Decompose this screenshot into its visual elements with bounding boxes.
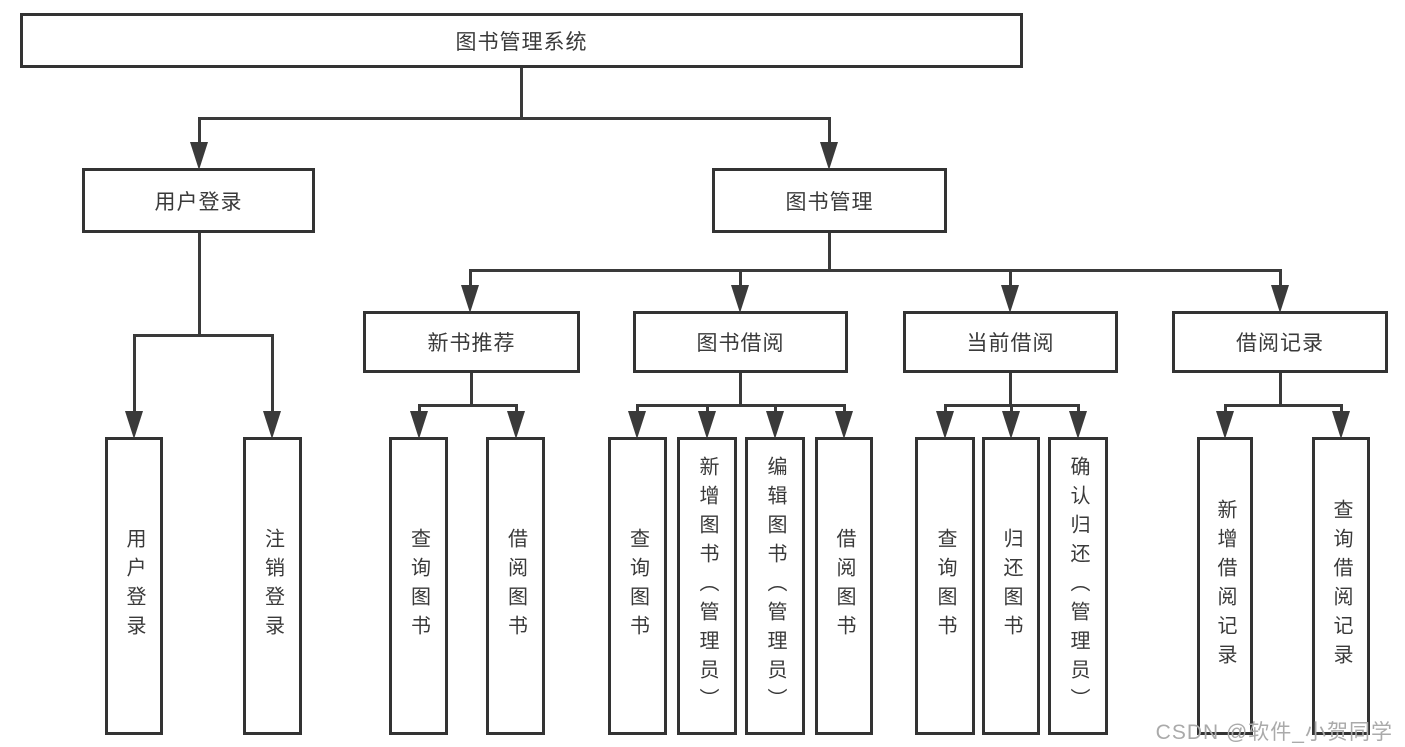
connector-arrow-shaft [270, 334, 274, 419]
arrowhead-down-icon [1002, 411, 1020, 439]
connector-line [470, 372, 473, 406]
node-label: 借阅记录 [1236, 332, 1324, 355]
connector-arrow-shaft [468, 269, 472, 293]
csdn-watermark: CSDN @软件_小贺同学 [1155, 721, 1393, 744]
arrowhead-down-icon [936, 411, 954, 439]
arrowhead-down-icon [263, 411, 281, 439]
node-label: 新书推荐 [427, 332, 516, 355]
arrowhead-down-icon [731, 285, 749, 313]
arrowhead-down-icon [1332, 411, 1350, 439]
arrowhead-down-icon [1069, 411, 1087, 439]
arrowhead-down-icon [410, 411, 428, 439]
node-leaf-borrow-books-1: 借阅图书 [486, 437, 545, 735]
arrowhead-down-icon [190, 142, 208, 170]
node-label: 查询图书 [407, 528, 430, 644]
connector-line [133, 334, 274, 337]
node-label: 注销登录 [261, 528, 284, 644]
node-root: 图书管理系统 [20, 13, 1023, 68]
node-leaf-query-books-2: 查询图书 [608, 437, 667, 735]
node-leaf-borrow-books-2: 借阅图书 [815, 437, 873, 735]
connector-line [1224, 404, 1343, 407]
node-book-management: 图书管理 [712, 168, 947, 233]
node-label: 查询图书 [934, 528, 956, 644]
connector-arrow-shaft [827, 117, 831, 150]
arrowhead-down-icon [1216, 411, 1234, 439]
connector-line [636, 404, 846, 407]
node-label: 借阅图书 [833, 528, 855, 644]
node-leaf-confirm-return: 确认归还（管理员） [1048, 437, 1108, 735]
connector-line [520, 68, 523, 119]
node-label: 图书管理系统 [455, 30, 588, 54]
node-label: 当前借阅 [966, 332, 1055, 355]
node-label: 图书借阅 [696, 332, 785, 355]
node-label: 新增图书（管理员） [696, 455, 718, 717]
node-label: 新增借阅记录 [1214, 499, 1236, 673]
node-label: 归还图书 [1000, 528, 1022, 644]
arrowhead-down-icon [628, 411, 646, 439]
arrowhead-down-icon [1001, 285, 1019, 313]
connector-arrow-shaft [738, 269, 742, 293]
node-leaf-return-books: 归还图书 [982, 437, 1040, 735]
connector-arrow-shaft [1278, 269, 1282, 293]
node-current-borrowing: 当前借阅 [903, 311, 1118, 373]
node-leaf-query-borrow-record: 查询借阅记录 [1312, 437, 1370, 735]
arrowhead-down-icon [820, 142, 838, 170]
node-borrowing-records: 借阅记录 [1172, 311, 1388, 373]
node-label: 查询借阅记录 [1330, 499, 1352, 673]
arrowhead-down-icon [461, 285, 479, 313]
node-leaf-query-books-3: 查询图书 [915, 437, 975, 735]
connector-line [469, 269, 1282, 272]
node-leaf-logout: 注销登录 [243, 437, 302, 735]
node-leaf-user-login: 用户登录 [105, 437, 163, 735]
arrowhead-down-icon [125, 411, 143, 439]
node-leaf-edit-books: 编辑图书（管理员） [745, 437, 805, 735]
node-book-borrowing: 图书借阅 [633, 311, 848, 373]
node-new-book-recommend: 新书推荐 [363, 311, 580, 373]
connector-line [198, 117, 831, 120]
node-label: 用户登录 [154, 190, 243, 214]
node-leaf-add-borrow-record: 新增借阅记录 [1197, 437, 1253, 735]
node-label: 借阅图书 [504, 528, 527, 644]
connector-line [198, 232, 201, 336]
arrowhead-down-icon [766, 411, 784, 439]
connector-line [828, 232, 831, 271]
node-user-login: 用户登录 [82, 168, 315, 233]
node-label: 用户登录 [123, 528, 145, 644]
node-label: 查询图书 [626, 528, 649, 644]
node-label: 确认归还（管理员） [1067, 455, 1089, 717]
connector-line [1009, 372, 1012, 406]
arrowhead-down-icon [698, 411, 716, 439]
connector-arrow-shaft [132, 334, 136, 419]
connector-arrow-shaft [1008, 269, 1012, 293]
connector-arrow-shaft [197, 117, 201, 150]
node-label: 编辑图书（管理员） [764, 455, 786, 717]
arrowhead-down-icon [507, 411, 525, 439]
arrowhead-down-icon [835, 411, 853, 439]
connector-line [418, 404, 518, 407]
connector-line [1279, 372, 1282, 406]
arrowhead-down-icon [1271, 285, 1289, 313]
node-leaf-add-books: 新增图书（管理员） [677, 437, 737, 735]
node-leaf-query-books-1: 查询图书 [389, 437, 448, 735]
node-label: 图书管理 [785, 190, 874, 214]
connector-line [739, 372, 742, 406]
